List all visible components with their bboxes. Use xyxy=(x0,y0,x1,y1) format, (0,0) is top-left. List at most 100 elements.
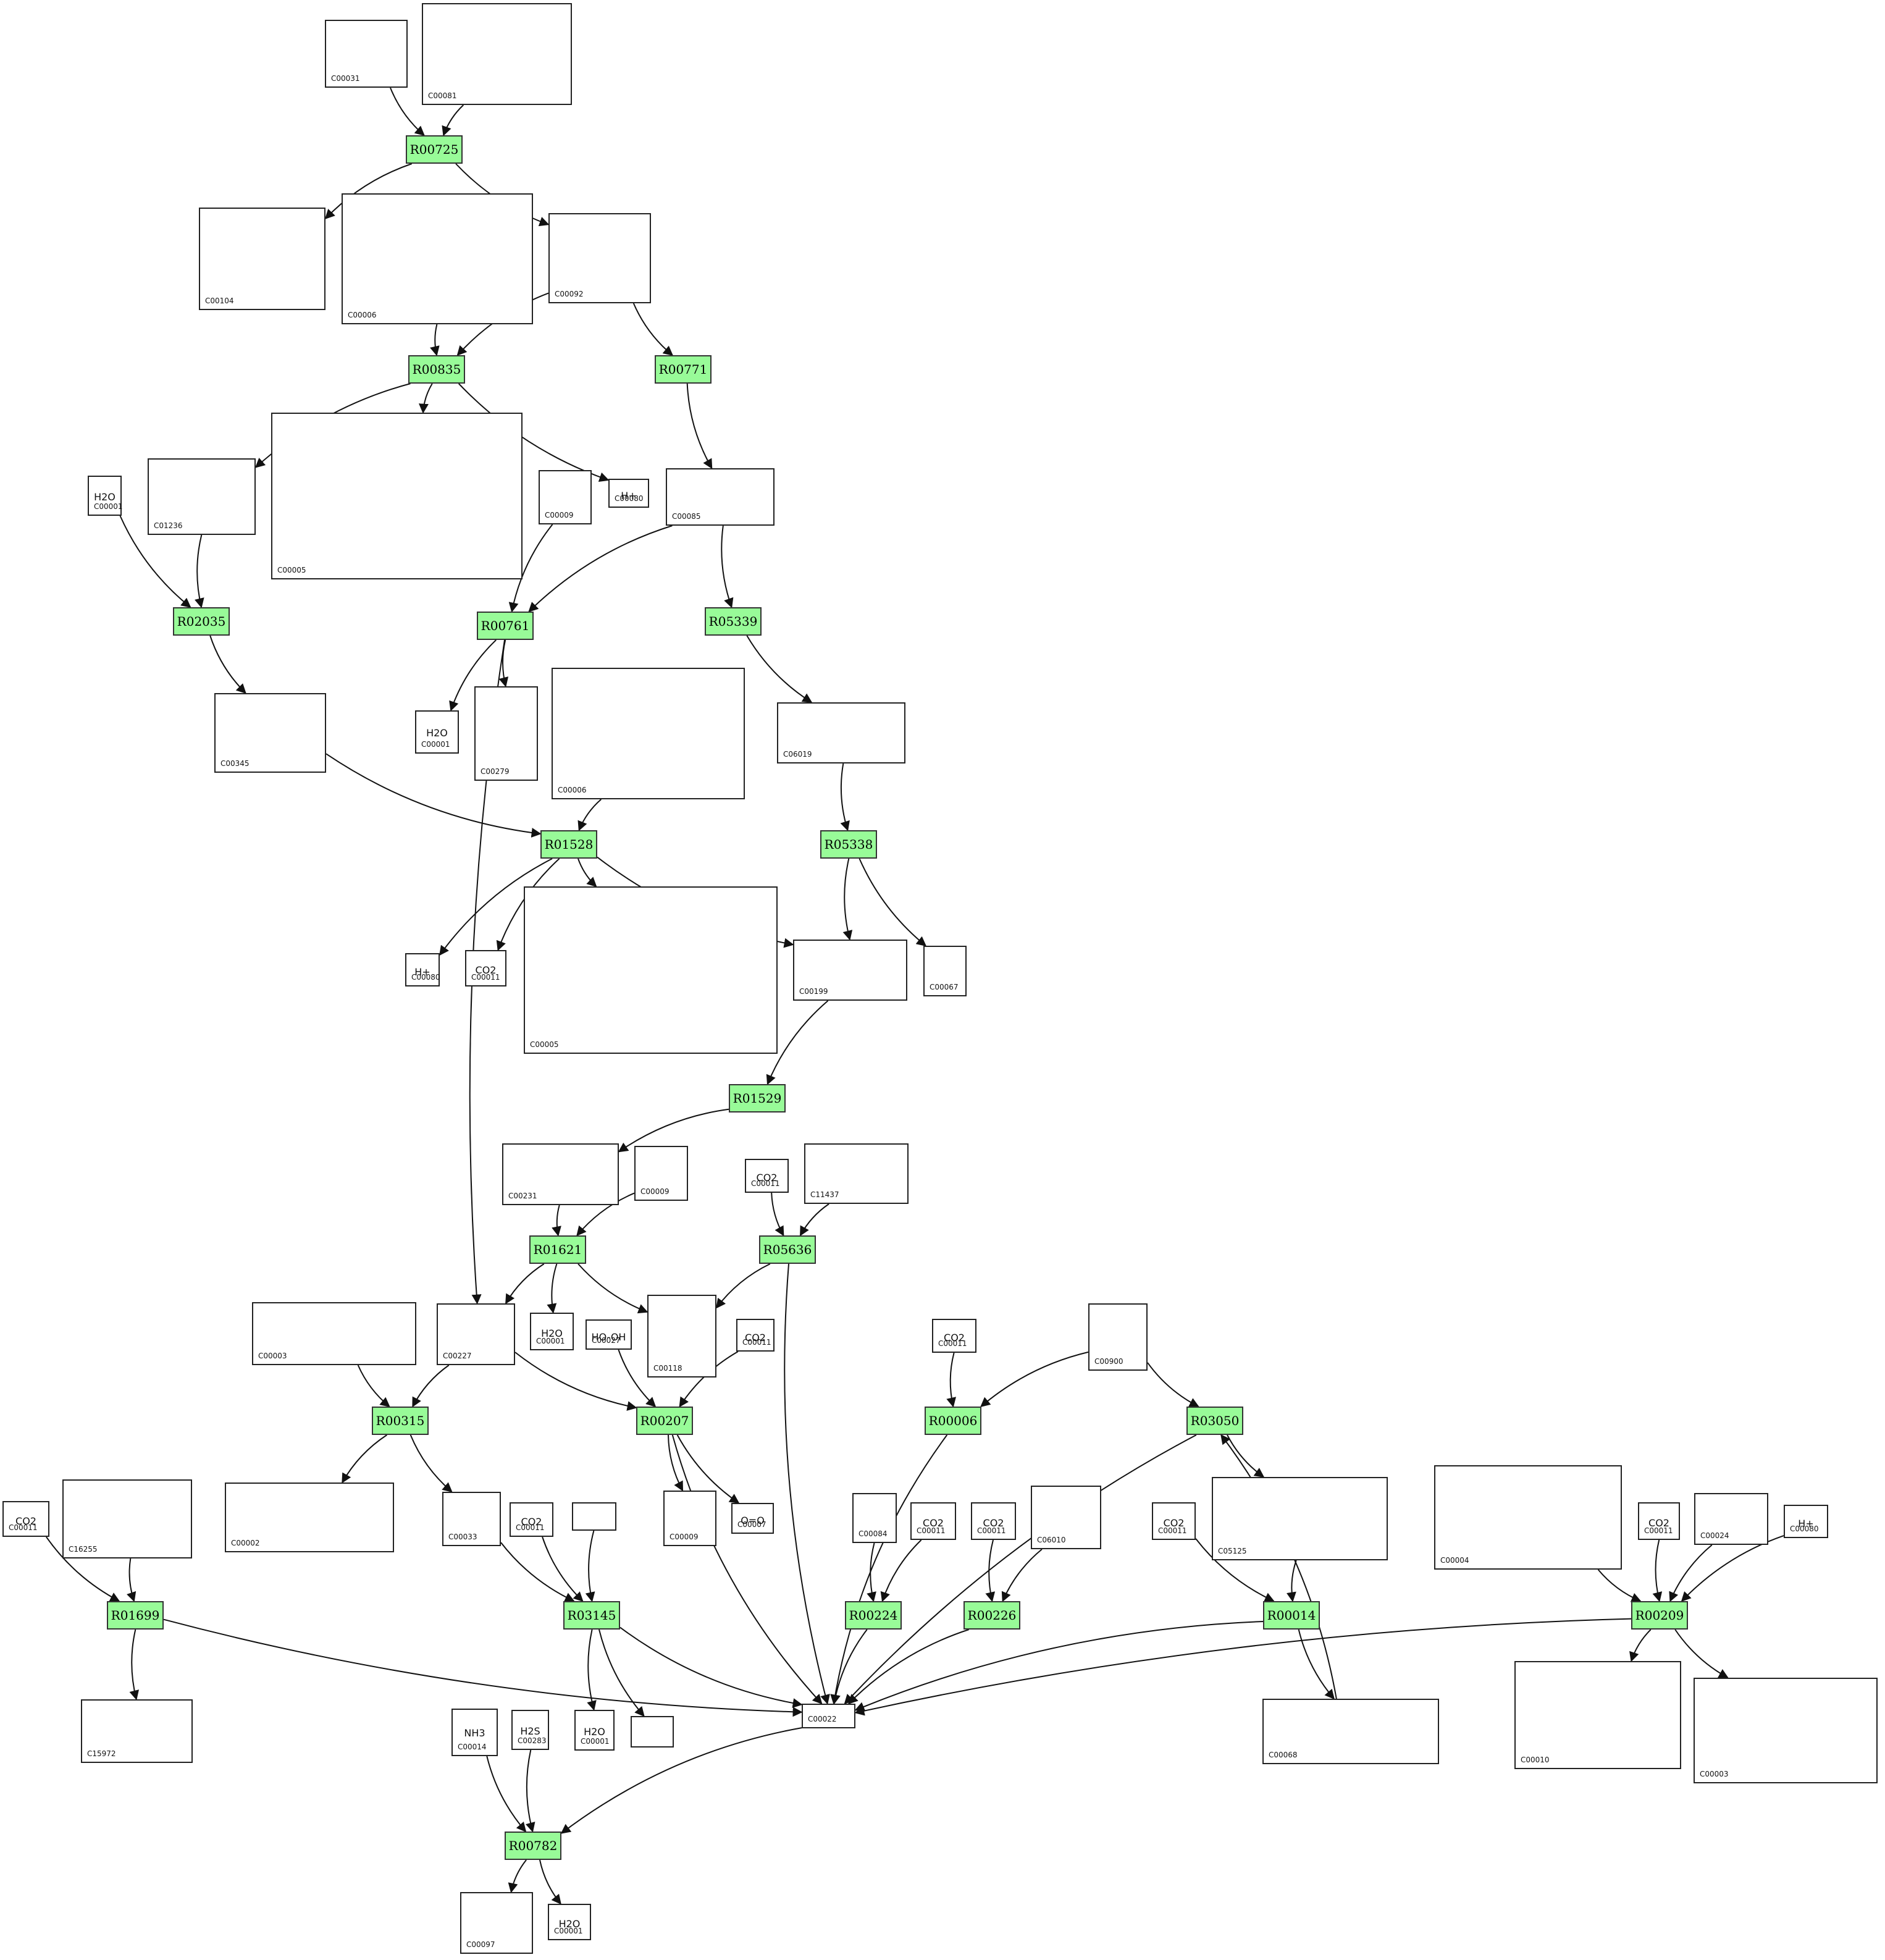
reaction-edge xyxy=(1147,1362,1199,1407)
compound-box: C00067 xyxy=(923,946,967,996)
reaction-edge xyxy=(577,1263,649,1314)
compound-id: C00118 xyxy=(653,1364,682,1373)
reaction-edge xyxy=(668,1434,684,1492)
reaction-edge xyxy=(598,1629,645,1717)
compound-box: C00006 xyxy=(342,193,533,324)
compound-box: C00005 xyxy=(524,886,778,1054)
reaction-edge xyxy=(539,1859,561,1905)
reaction-edge xyxy=(618,1108,729,1153)
reaction-node[interactable]: R00209 xyxy=(1631,1601,1688,1630)
reaction-node[interactable]: R03145 xyxy=(563,1601,620,1630)
reaction-edge xyxy=(799,1203,829,1237)
reaction-node[interactable]: R00835 xyxy=(408,355,465,384)
compound-id: C00003 xyxy=(1700,1770,1729,1778)
reaction-edge xyxy=(746,635,813,703)
reaction-node[interactable]: R05636 xyxy=(759,1235,816,1264)
reaction-edge xyxy=(449,639,497,712)
compound-id: C00011 xyxy=(1158,1526,1187,1535)
compound-id: C00097 xyxy=(466,1940,495,1949)
compound-box xyxy=(572,1502,616,1531)
compound-box: C00005 xyxy=(271,413,523,579)
compound-box: C00081 xyxy=(422,3,572,105)
compound-box: C05125 xyxy=(1212,1477,1388,1560)
compound-id: C00002 xyxy=(231,1539,260,1547)
compound-id: C00007 xyxy=(737,1520,766,1529)
reaction-edge xyxy=(830,1434,948,1705)
reaction-edge xyxy=(508,524,553,613)
reaction-node[interactable]: R00006 xyxy=(925,1407,981,1435)
compound-formula: CO2 xyxy=(923,1516,944,1529)
reaction-edge xyxy=(496,858,560,951)
compound-id: C00010 xyxy=(1521,1756,1550,1764)
compound-id: C00011 xyxy=(742,1338,771,1347)
compound-id: C00080 xyxy=(615,494,644,503)
reaction-node[interactable]: R03050 xyxy=(1186,1407,1243,1435)
reaction-node[interactable]: R00315 xyxy=(372,1407,429,1435)
compound-formula: CO2 xyxy=(944,1332,965,1344)
compound-box: C00033 xyxy=(442,1492,501,1546)
reaction-edge xyxy=(412,1365,450,1408)
compound-id: C00199 xyxy=(799,987,828,996)
reaction-edge xyxy=(1286,1560,1297,1602)
reaction-edge xyxy=(552,1205,561,1237)
reaction-node[interactable]: R00207 xyxy=(636,1407,693,1435)
compound-formula: CO2 xyxy=(521,1515,542,1528)
reaction-edge xyxy=(1669,1544,1713,1602)
compound-formula: H2O xyxy=(558,1917,581,1930)
compound-id: C00001 xyxy=(554,1927,583,1935)
reaction-node[interactable]: R01528 xyxy=(540,830,597,859)
compound-id: C00009 xyxy=(640,1187,670,1196)
reaction-node[interactable]: R00725 xyxy=(406,135,463,164)
compound-formula: H+ xyxy=(414,966,430,978)
compound-box: C15972 xyxy=(81,1699,193,1763)
reaction-edge xyxy=(676,1434,740,1504)
reaction-edge xyxy=(985,1539,996,1602)
reaction-edge xyxy=(1674,1629,1729,1678)
reaction-node[interactable]: R05338 xyxy=(820,830,877,859)
compound-formula: CO2 xyxy=(1648,1516,1669,1529)
compound-id: C00011 xyxy=(751,1179,780,1188)
compound-formula: H+ xyxy=(1798,1518,1814,1529)
reaction-node[interactable]: R00782 xyxy=(505,1832,561,1860)
reaction-edge xyxy=(126,1558,136,1602)
compound-id: C00001 xyxy=(421,740,450,749)
compound-id: C00014 xyxy=(458,1743,487,1751)
reaction-node[interactable]: R05339 xyxy=(705,607,762,636)
reaction-node[interactable]: R00224 xyxy=(845,1601,902,1630)
reaction-node[interactable]: R01529 xyxy=(729,1084,786,1112)
compound-formula: H2O xyxy=(94,491,115,503)
compound-box: C00006 xyxy=(552,668,745,799)
reaction-node[interactable]: R00226 xyxy=(963,1601,1020,1630)
reaction-edge xyxy=(542,1536,584,1602)
reaction-edge xyxy=(854,1618,1632,1716)
reaction-edge xyxy=(671,1434,823,1705)
compound-id: C00279 xyxy=(481,767,510,776)
reaction-edge xyxy=(342,1434,387,1484)
reaction-node[interactable]: R01621 xyxy=(529,1235,586,1264)
reaction-node[interactable]: R01699 xyxy=(107,1601,164,1630)
compound-box: C00199 xyxy=(793,940,907,1001)
compound-id: C06010 xyxy=(1037,1536,1066,1544)
reaction-edge xyxy=(576,1192,635,1237)
reaction-node[interactable]: R02035 xyxy=(173,607,230,636)
compound-id: C00084 xyxy=(859,1529,888,1538)
reaction-node[interactable]: R00014 xyxy=(1263,1601,1320,1630)
compound-box: C00010 xyxy=(1514,1661,1681,1769)
compound-box: C00009 xyxy=(539,470,592,524)
compound-box: C00104 xyxy=(199,208,325,310)
reaction-node[interactable]: R00761 xyxy=(477,612,534,640)
reaction-node[interactable]: R00771 xyxy=(655,355,712,384)
compound-id: C00006 xyxy=(348,311,377,319)
reaction-edge xyxy=(500,1542,575,1602)
compound-id: C00005 xyxy=(530,1040,559,1049)
compound-formula: CO2 xyxy=(745,1331,766,1344)
reaction-edge xyxy=(325,753,542,838)
reaction-edge xyxy=(1001,1549,1043,1602)
